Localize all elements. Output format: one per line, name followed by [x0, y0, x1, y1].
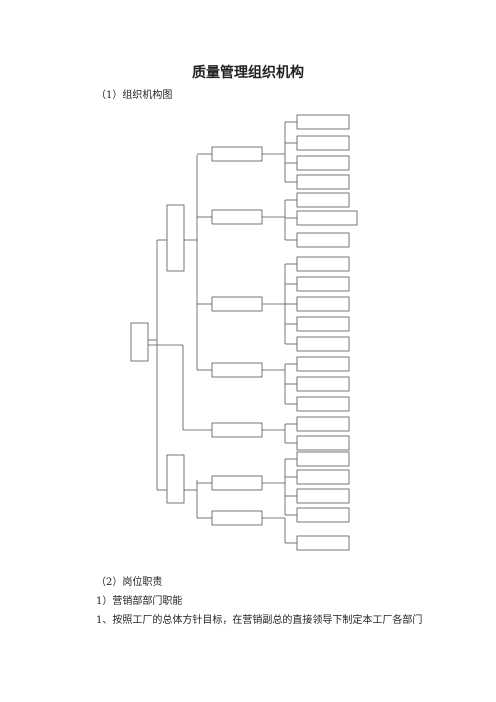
leaf-box — [296, 356, 350, 372]
root-box — [130, 322, 149, 362]
leaf-box — [296, 276, 350, 292]
department-box — [211, 296, 263, 312]
leaf-box — [296, 135, 350, 151]
leaf-box — [296, 174, 350, 190]
leaf-box — [296, 451, 350, 467]
leaf-box — [296, 488, 350, 504]
leaf-box — [296, 155, 350, 171]
leaf-box — [296, 416, 350, 432]
lower-group-box — [166, 454, 185, 504]
leaf-box — [296, 507, 350, 523]
leaf-box — [296, 316, 350, 332]
leaf-box — [296, 396, 350, 412]
leaf-box — [296, 114, 350, 130]
leaf-box — [296, 376, 350, 392]
leaf-box — [296, 469, 350, 485]
document-title: 质量管理组织机构 — [192, 65, 304, 81]
upper-group-box — [166, 204, 185, 272]
department-box — [211, 209, 263, 225]
leaf-box — [296, 256, 350, 272]
leaf-box — [296, 336, 350, 352]
department-box — [211, 422, 263, 438]
leaf-box — [296, 210, 358, 226]
duty-item-1: 1、按照工厂的总体方针目标，在营销副总的直接领导下制定本工厂各部门 — [96, 615, 423, 626]
leaf-box — [296, 535, 350, 551]
leaf-box — [296, 435, 350, 451]
leaf-box — [296, 296, 350, 312]
sales-dept-heading: 1）营销部部门职能 — [96, 596, 183, 607]
section-duties-heading: （2）岗位职责 — [96, 577, 163, 588]
department-box — [211, 146, 263, 162]
department-box — [211, 510, 263, 526]
section-org-chart-heading: （1）组织机构图 — [96, 90, 173, 101]
department-box — [211, 362, 263, 378]
department-box — [211, 475, 263, 491]
leaf-box — [296, 232, 350, 248]
leaf-box — [296, 192, 350, 208]
